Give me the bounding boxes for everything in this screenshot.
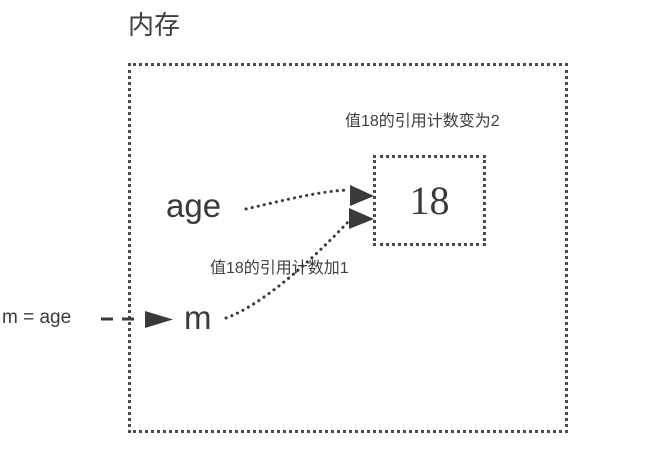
memory-region-box [128, 63, 568, 433]
value-object-label: 18 [409, 177, 450, 223]
value-object-box: 18 [373, 155, 486, 246]
assignment-expression: m = age [2, 307, 72, 328]
annotation-refcount-plus-1: 值18的引用计数加1 [210, 260, 349, 277]
variable-label-age: age [166, 187, 222, 224]
annotation-refcount-becomes-2: 值18的引用计数变为2 [345, 113, 500, 130]
variable-label-m: m [184, 299, 212, 336]
memory-region-title: 内存 [128, 10, 181, 40]
